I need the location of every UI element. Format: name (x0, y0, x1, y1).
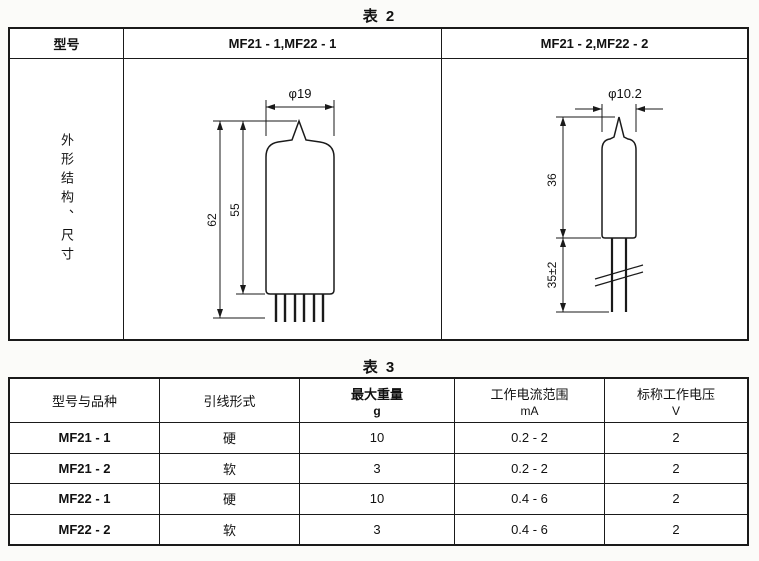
dim-label-body-height-small: 36 (545, 173, 559, 187)
cell-voltage: 2 (672, 491, 680, 507)
large-tube-dimension-lines (213, 100, 335, 319)
dim-label-body-height-large: 55 (228, 203, 242, 217)
cell-lead-type: 硬 (160, 423, 300, 453)
header-label: 最大重量 (350, 386, 403, 402)
header-unit: V (671, 403, 680, 418)
dim-label-lead-length: 35±2 (545, 261, 559, 288)
cell-model: MF22 - 1 (10, 484, 160, 514)
small-tube-dimension-arrows (560, 106, 645, 312)
header-rated-voltage: 标称工作电压 V (605, 379, 747, 422)
header-label: 型号与品种 (51, 394, 117, 409)
tube-wire-leads (610, 238, 628, 312)
drawing-cell-small-tube: φ10.2 36 35±2 (442, 59, 747, 339)
cell-max-weight: 3 (300, 453, 455, 483)
cell-lead-type: 软 (160, 514, 300, 544)
cell-max-weight: 10 (300, 423, 455, 453)
tube-pins (274, 294, 325, 322)
table2: 型号 MF21 - 1,MF22 - 1 MF21 - 2,MF22 - 2 外… (8, 27, 749, 341)
cell-current-range: 0.2 - 2 (455, 453, 605, 483)
header-unit: mA (520, 403, 539, 418)
large-tube-outline (265, 118, 335, 322)
cell-voltage: 2 (672, 521, 680, 537)
header-max-weight: 最大重量 g (300, 379, 455, 422)
large-tube-drawing: φ19 62 55 (205, 86, 335, 322)
cell-model: MF21 - 1 (10, 423, 160, 453)
cell-max-weight: 3 (300, 514, 455, 544)
table2-header-type-hard-lead: MF21 - 1,MF22 - 1 (124, 29, 442, 58)
table3-header-row: 型号与品种 引线形式 最大重量 g 工作电流范围 mA 标称工作电压 V (10, 379, 747, 423)
small-tube-dimension-lines (556, 104, 663, 313)
table-row: MF22 - 2 软 3 0.4 - 6 2 (10, 514, 747, 544)
header-unit: g (373, 403, 381, 418)
header-current-range: 工作电流范围 mA (455, 379, 605, 422)
cell-current-range: 0.4 - 6 (455, 484, 605, 514)
cell-voltage: 2 (672, 460, 680, 476)
table2-header-row: 型号 MF21 - 1,MF22 - 1 MF21 - 2,MF22 - 2 (10, 29, 747, 59)
row-label-outline-dimensions: 外形结构、尺寸 (59, 132, 74, 266)
table2-body-row: 外形结构、尺寸 (10, 59, 747, 339)
cell-current-range: 0.2 - 2 (455, 423, 605, 453)
table2-header-model: 型号 (10, 29, 124, 58)
header-label: 标称工作电压 (636, 386, 715, 402)
table-row: MF21 - 2 软 3 0.2 - 2 2 (10, 453, 747, 484)
dim-label-diameter-small: φ10.2 (608, 86, 642, 101)
cell-lead-type: 硬 (160, 484, 300, 514)
table2-row-label-cell: 外形结构、尺寸 (10, 59, 124, 339)
cell-model: MF22 - 2 (10, 514, 160, 544)
table3-title: 表 3 (362, 359, 397, 376)
table-row: MF22 - 1 硬 10 0.4 - 6 2 (10, 484, 747, 515)
wire-break-mark (594, 264, 644, 287)
dim-label-diameter-large: φ19 (289, 86, 312, 101)
cell-max-weight: 10 (300, 484, 455, 514)
dim-label-overall-height: 62 (205, 213, 219, 227)
small-tube-outline (594, 116, 644, 312)
cell-model: MF21 - 2 (10, 453, 160, 483)
large-tube-dimension-arrows (217, 104, 334, 318)
cell-voltage: 2 (672, 430, 680, 446)
table2-header-type-soft-lead: MF21 - 2,MF22 - 2 (540, 36, 649, 51)
header-lead-type: 引线形式 (160, 379, 300, 422)
header-label: 工作电流范围 (490, 386, 569, 402)
table2-title: 表 2 (362, 8, 397, 25)
header-label: 引线形式 (203, 394, 256, 409)
table-row: MF21 - 1 硬 10 0.2 - 2 2 (10, 423, 747, 454)
small-tube-drawing: φ10.2 36 35±2 (545, 86, 663, 313)
table3: 型号与品种 引线形式 最大重量 g 工作电流范围 mA 标称工作电压 V MF2… (8, 377, 749, 546)
header-model-variety: 型号与品种 (10, 379, 160, 422)
cell-lead-type: 软 (160, 453, 300, 483)
drawing-cell-large-tube: φ19 62 55 (124, 59, 442, 339)
cell-current-range: 0.4 - 6 (455, 514, 605, 544)
